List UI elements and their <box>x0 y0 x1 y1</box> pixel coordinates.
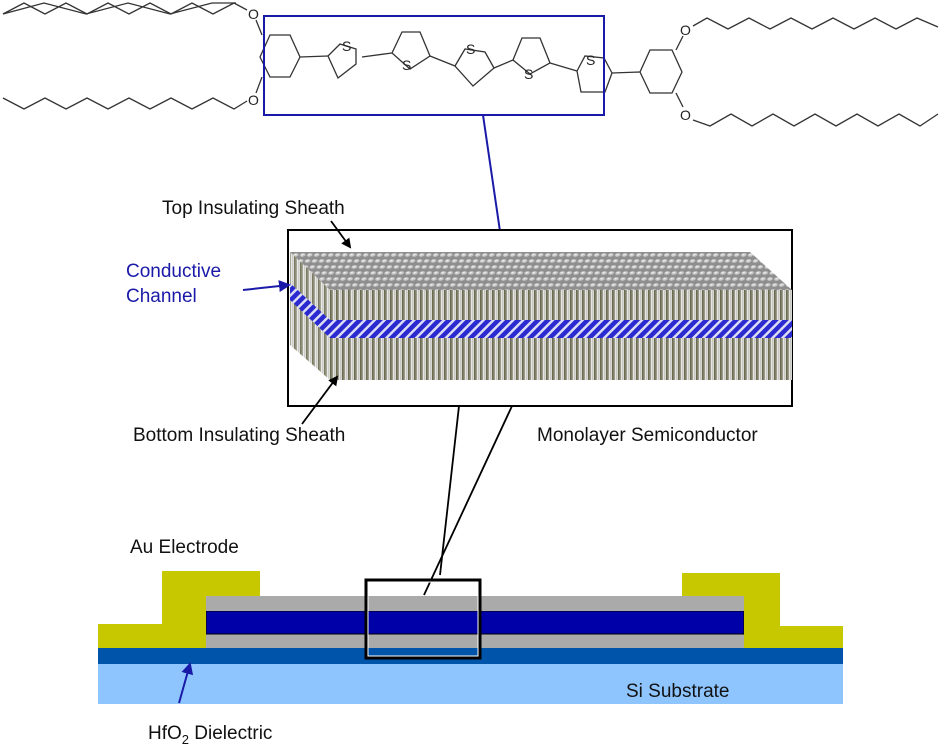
label-conductive-line2: Channel <box>126 286 197 307</box>
alkyl-chain-top-right <box>692 17 939 30</box>
label-hfo2-dielectric: HfO2 Dielectric <box>148 723 272 747</box>
si-substrate <box>98 664 843 704</box>
left-channel-stripe <box>290 283 330 338</box>
phenyl-left <box>259 34 301 78</box>
top-insulator-layer <box>206 596 744 611</box>
label-top-insulating-sheath: Top Insulating Sheath <box>162 198 345 219</box>
thiophene-ring-3: S <box>454 41 495 87</box>
thiophene-ring-4: S <box>512 37 551 82</box>
au-electrode-right <box>682 573 843 648</box>
label-si-substrate: Si Substrate <box>626 681 730 702</box>
label-au-electrode: Au Electrode <box>130 537 239 558</box>
svg-text:S: S <box>466 41 475 57</box>
zoom-region-box <box>364 578 482 660</box>
oxygen-atom-tl: O <box>248 6 259 22</box>
alkyl-chain-top-left <box>2 2 236 15</box>
thiophene-ring-1: S <box>327 38 357 80</box>
arrow-hfo2 <box>178 662 194 704</box>
device-cross-section <box>98 571 843 704</box>
label-monolayer-semiconductor: Monolayer Semiconductor <box>537 425 758 446</box>
svg-text:S: S <box>342 38 351 54</box>
svg-text:S: S <box>524 66 533 82</box>
svg-text:S: S <box>402 57 411 73</box>
callout-line-right <box>423 405 513 596</box>
monolayer-zoom-panel <box>287 229 793 596</box>
thiophene-ring-5: S <box>576 52 613 93</box>
phenyl-right <box>639 49 683 94</box>
alkyl-chain-top-left-zigzag <box>2 2 248 15</box>
oxygen-atom-br: O <box>680 107 691 123</box>
conjugated-core-highlight-box <box>263 15 605 116</box>
arrow-bottom-sheath <box>301 375 339 425</box>
callout-line-left <box>439 405 460 576</box>
top-sheath-surface <box>290 252 792 290</box>
channel-layer <box>205 610 745 635</box>
alkyl-chain-bottom-left <box>2 97 248 110</box>
au-electrode-left <box>98 571 260 648</box>
oxygen-atom-bl: O <box>248 92 259 108</box>
alkyl-chain-bottom-right <box>692 113 939 127</box>
molecule-structure: O O S S S S S <box>2 2 939 127</box>
label-bottom-insulating-sheath: Bottom Insulating Sheath <box>133 425 345 446</box>
channel-front <box>330 320 792 338</box>
arrow-top-sheath <box>330 220 352 249</box>
bottom-sheath-front <box>330 338 792 380</box>
label-conductive-line1: Conductive <box>126 261 221 282</box>
bottom-insulator-layer <box>206 634 744 648</box>
top-sheath-front <box>330 290 792 320</box>
arrow-conductive-channel <box>242 280 291 293</box>
thiophene-ring-2: S <box>391 31 431 73</box>
svg-text:S: S <box>586 52 595 68</box>
oxygen-atom-tr: O <box>680 22 691 38</box>
